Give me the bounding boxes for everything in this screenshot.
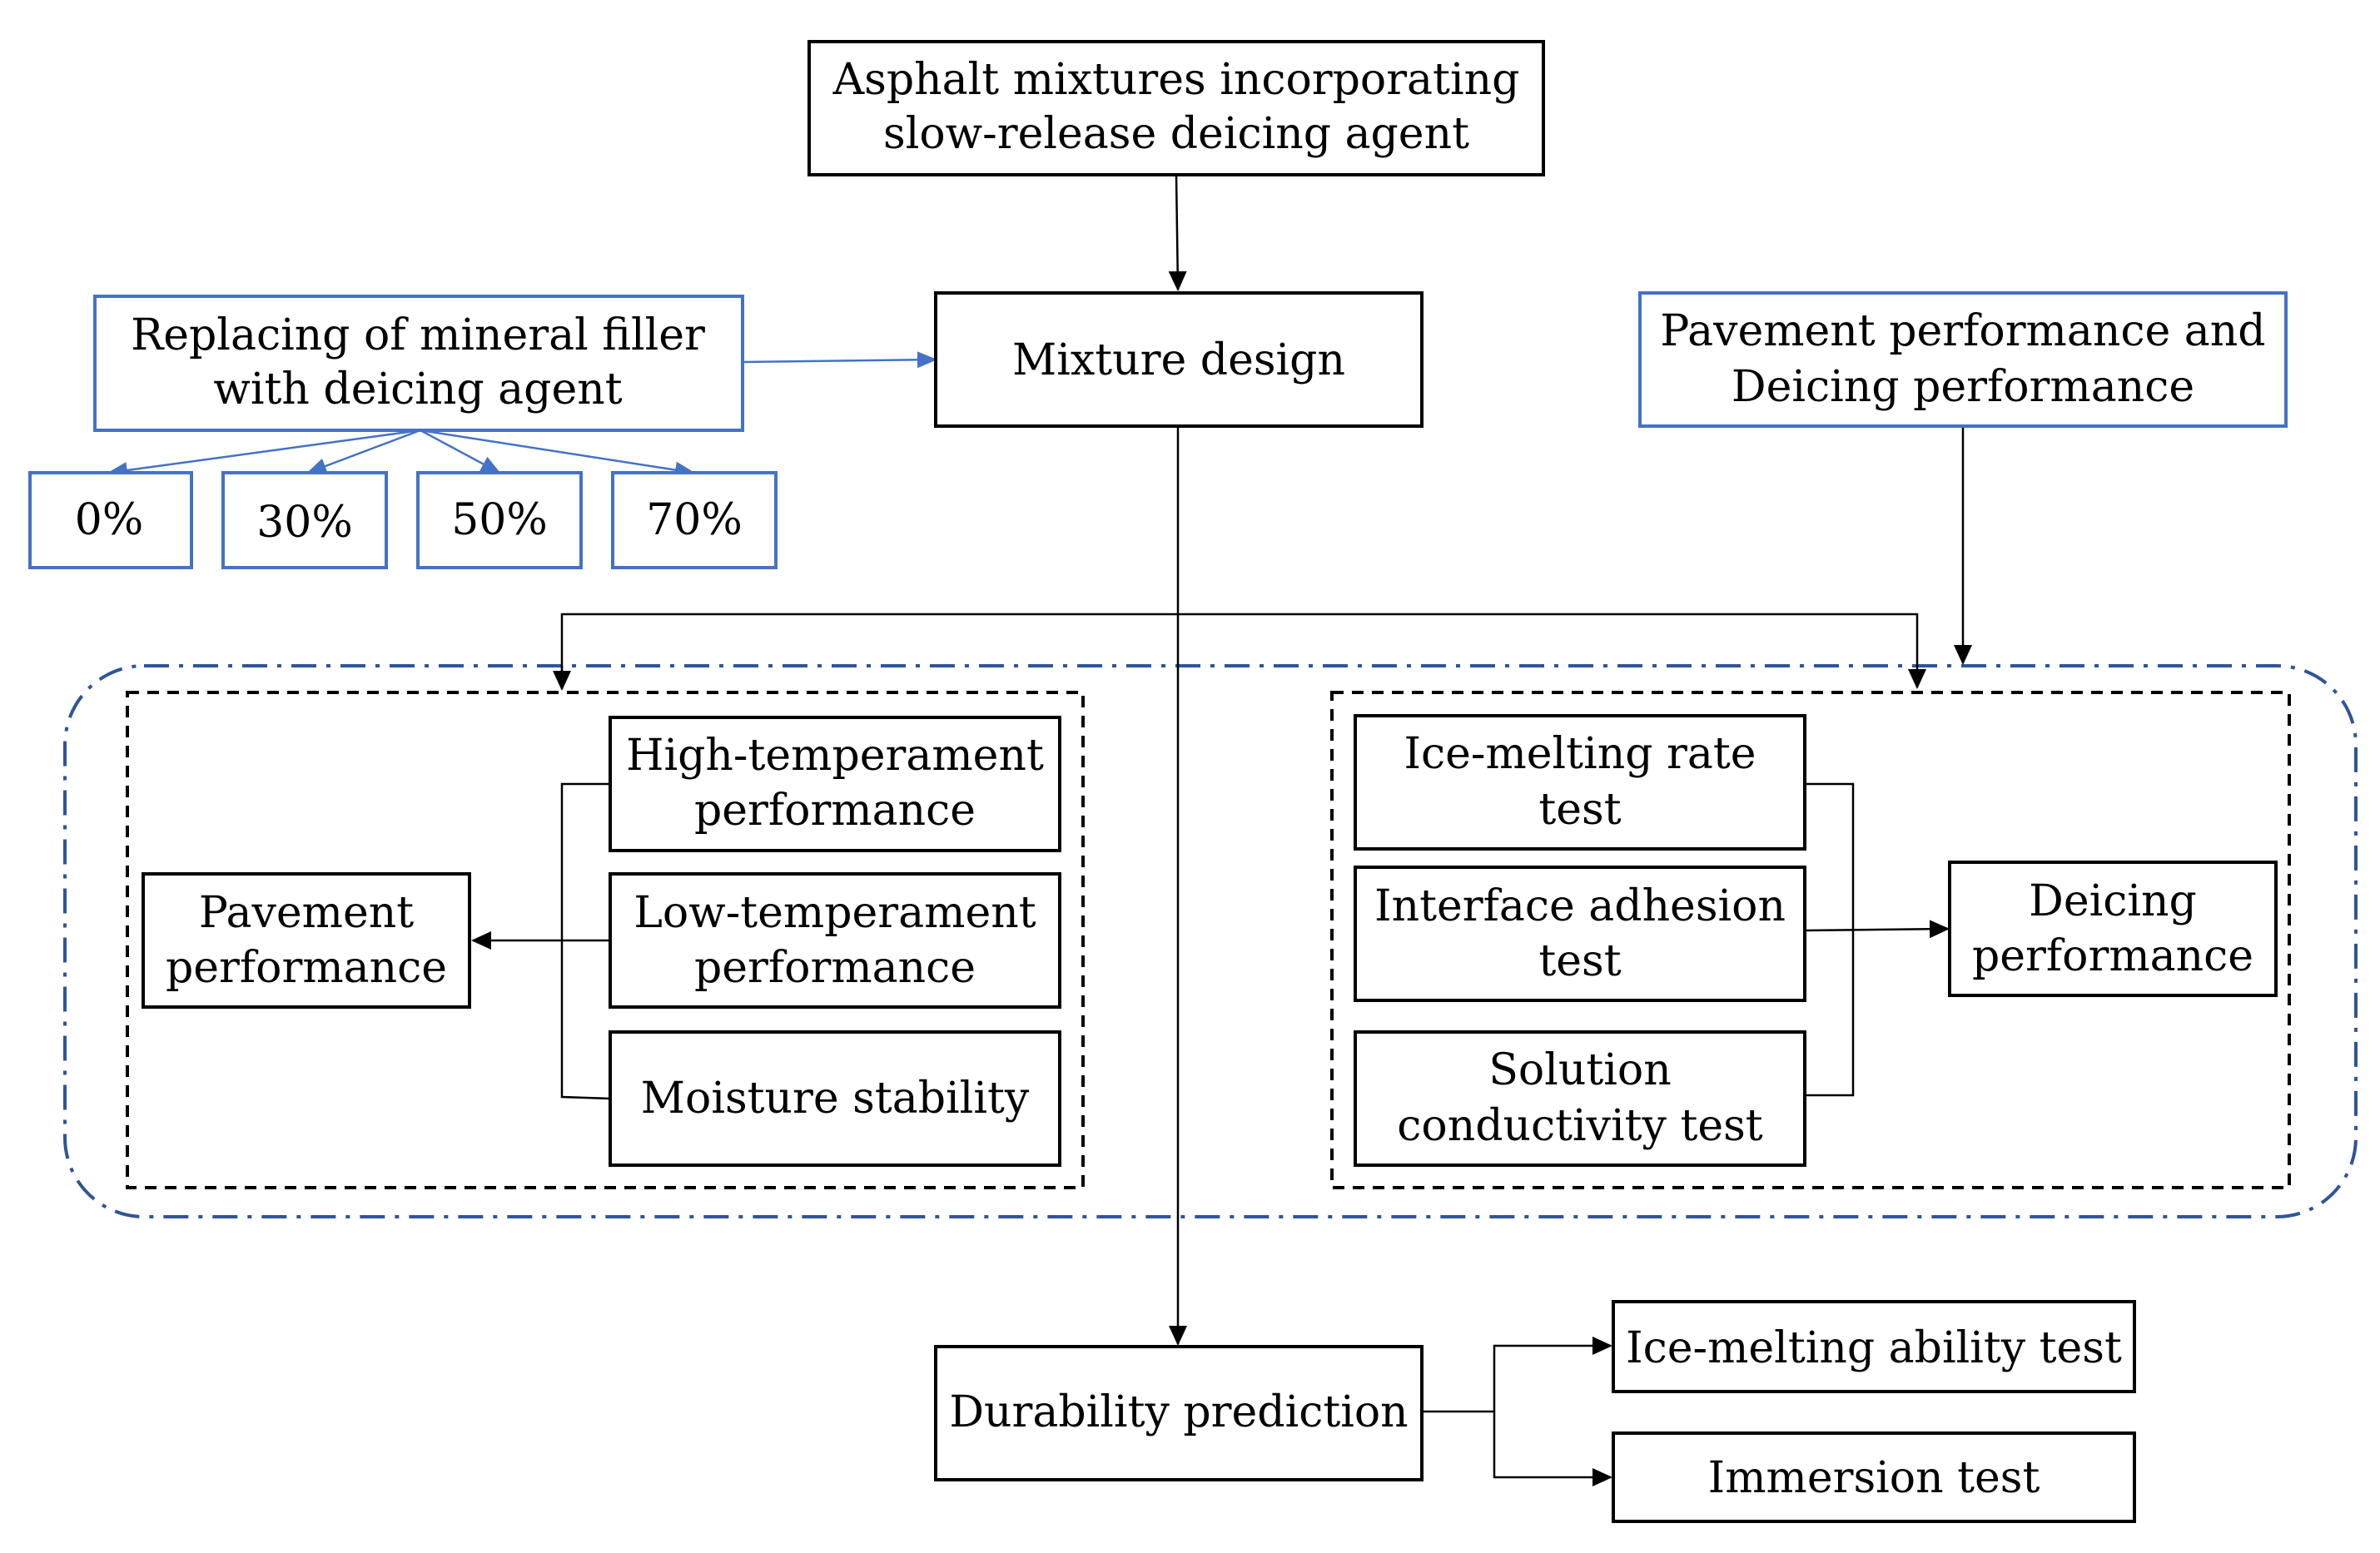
svg-text:conductivity test: conductivity test — [1397, 1101, 1763, 1151]
deicing-performance-line-2: performance — [1972, 931, 2253, 981]
replacing-line-2: with deicing agent — [213, 365, 622, 414]
svg-text:Deicing performance: Deicing performance — [1732, 362, 2194, 412]
replacing-line-1: Replacing of mineral filler — [131, 310, 705, 360]
deicing-performance-box: Deicing performance — [1948, 861, 2278, 997]
svg-text:Ice-melting rate: Ice-melting rate — [1404, 729, 1756, 779]
svg-text:Moisture stability: Moisture stability — [641, 1074, 1030, 1124]
svg-text:Interface adhesion: Interface adhesion — [1374, 881, 1786, 931]
root-line-2: slow-release deicing agent — [883, 109, 1469, 159]
pavement-performance-box: Pavement performance — [142, 872, 471, 1009]
svg-text:test: test — [1538, 936, 1621, 986]
solution-line-2: conductivity test — [1397, 1101, 1763, 1151]
pavement-performance-line-1: Pavement — [199, 888, 414, 938]
connector-root-to-mixture — [1168, 174, 1187, 291]
immersion-label: Immersion test — [1708, 1453, 2040, 1503]
svg-text:50%: 50% — [451, 495, 548, 545]
svg-text:Solution: Solution — [1488, 1045, 1671, 1095]
low-temp-line-2: performance — [694, 943, 976, 993]
deicing-performance-line-1: Deicing — [2029, 876, 2197, 926]
pct-50-box: 50% — [416, 471, 583, 569]
ice-rate-box: Ice-melting rate test — [1354, 714, 1806, 851]
pct-70-box: 70% — [611, 471, 778, 569]
connector-replacing-to-0 — [107, 429, 421, 479]
svg-text:Mixture design: Mixture design — [1012, 335, 1345, 385]
svg-text:Immersion test: Immersion test — [1708, 1453, 2040, 1503]
pct-70-label: 70% — [646, 495, 743, 545]
pct-30-label: 30% — [256, 498, 353, 548]
svg-text:test: test — [1538, 785, 1621, 835]
perf-header-box: Pavement performance and Deicing perform… — [1638, 291, 2288, 428]
replacing-box: Replacing of mineral filler with deicing… — [93, 295, 744, 432]
connector-right-bracket — [1805, 782, 1855, 1097]
test-group-dashdot-frame — [63, 664, 2358, 1218]
durability-label: Durability prediction — [949, 1387, 1408, 1437]
pavement-tests-dashed-frame — [126, 691, 1085, 1189]
svg-text:Pavement: Pavement — [199, 888, 414, 938]
svg-text:30%: 30% — [256, 498, 353, 548]
pct-0-box: 0% — [28, 471, 193, 569]
ice-rate-line-2: test — [1538, 785, 1621, 835]
high-temp-box: High-temperament performance — [609, 716, 1061, 852]
svg-text:Deicing: Deicing — [2029, 876, 2197, 926]
svg-text:70%: 70% — [646, 495, 743, 545]
svg-text:Replacing of mineral filler: Replacing of mineral filler — [131, 310, 705, 360]
svg-text:Asphalt mixtures incorporating: Asphalt mixtures incorporating — [832, 55, 1520, 105]
perf-header-line-2: Deicing performance — [1732, 362, 2194, 412]
mixture-design-label: Mixture design — [1012, 335, 1345, 385]
pct-0-label: 0% — [75, 495, 144, 545]
solution-line-1: Solution — [1488, 1045, 1671, 1095]
interface-box: Interface adhesion test — [1354, 866, 1806, 1002]
low-temp-box: Low-temperament performance — [609, 872, 1061, 1009]
svg-text:performance: performance — [166, 943, 447, 993]
pct-30-box: 30% — [221, 471, 388, 569]
mixture-design-box: Mixture design — [934, 291, 1424, 428]
connector-split-bar — [560, 613, 1926, 689]
high-temp-line-2: performance — [694, 786, 976, 836]
svg-text:slow-release deicing agent: slow-release deicing agent — [883, 109, 1469, 159]
root-box: Asphalt mixtures incorporating slow-rele… — [807, 40, 1545, 176]
svg-text:Pavement performance and: Pavement performance and — [1660, 306, 2265, 356]
connector-durability-to-ice-ability — [1493, 1337, 1612, 1478]
svg-text:performance: performance — [694, 943, 976, 993]
svg-text:Durability prediction: Durability prediction — [949, 1387, 1408, 1437]
solution-box: Solution conductivity test — [1354, 1030, 1806, 1167]
interface-line-2: test — [1538, 936, 1621, 986]
low-temp-line-1: Low-temperament — [634, 888, 1036, 938]
svg-text:Ice-melting ability test: Ice-melting ability test — [1626, 1323, 2122, 1373]
connectors — [107, 174, 1972, 1486]
connector-replacing-to-70 — [420, 429, 695, 479]
svg-text:Low-temperament: Low-temperament — [634, 888, 1036, 938]
root-line-1: Asphalt mixtures incorporating — [832, 55, 1520, 105]
svg-text:with deicing agent: with deicing agent — [213, 365, 622, 414]
pavement-performance-line-2: performance — [166, 943, 447, 993]
deicing-tests-dashed-frame — [1330, 691, 2291, 1189]
connector-interface-to-deicing — [1804, 920, 1950, 939]
svg-text:performance: performance — [694, 786, 976, 836]
high-temp-line-1: High-temperament — [626, 731, 1044, 781]
connector-replacing-to-30 — [306, 429, 421, 474]
connector-replacing-to-mixture — [742, 351, 937, 369]
moisture-label: Moisture stability — [641, 1074, 1030, 1124]
durability-box: Durability prediction — [934, 1345, 1424, 1481]
svg-text:performance: performance — [1972, 931, 2253, 981]
immersion-box: Immersion test — [1612, 1431, 2136, 1523]
ice-rate-line-1: Ice-melting rate — [1404, 729, 1756, 779]
ice-ability-box: Ice-melting ability test — [1612, 1300, 2136, 1393]
svg-text:High-temperament: High-temperament — [626, 731, 1044, 781]
interface-line-1: Interface adhesion — [1374, 881, 1786, 931]
svg-text:0%: 0% — [75, 495, 144, 545]
ice-ability-label: Ice-melting ability test — [1626, 1323, 2122, 1373]
pct-50-label: 50% — [451, 495, 548, 545]
connector-replacing-to-50 — [420, 429, 501, 474]
perf-header-line-1: Pavement performance and — [1660, 306, 2265, 356]
moisture-box: Moisture stability — [609, 1030, 1061, 1167]
